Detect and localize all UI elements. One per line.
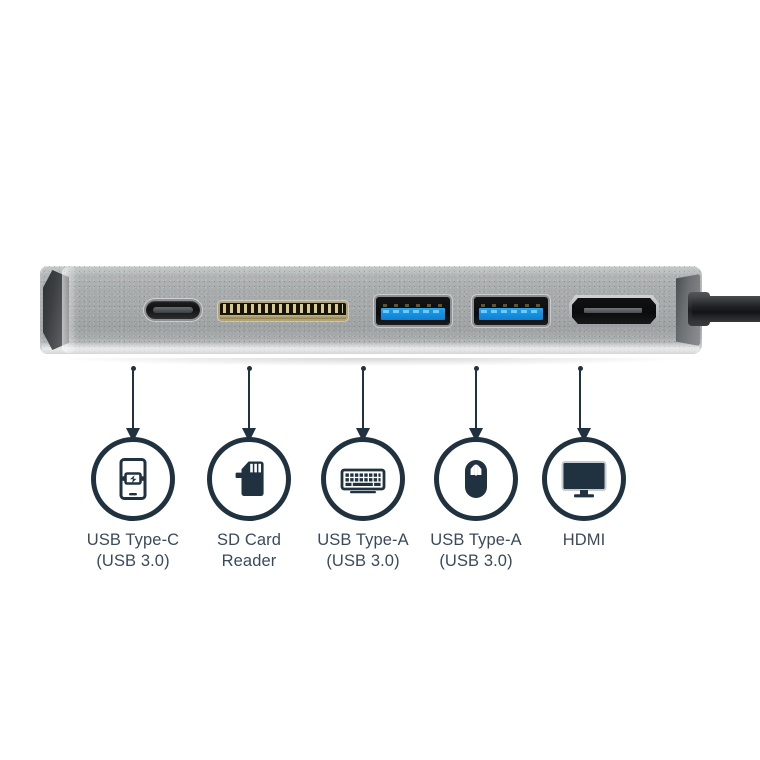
usb-a-blue-insert-2 bbox=[479, 308, 543, 320]
sd-card-contacts bbox=[223, 304, 343, 313]
leader-stem-sd-card bbox=[248, 369, 250, 431]
leader-stem-usb-a-2 bbox=[475, 369, 477, 431]
keyboard-icon bbox=[321, 437, 405, 521]
callout-label-line2: (USB 3.0) bbox=[326, 552, 400, 570]
callout-icon-circle-usb-a-2[interactable] bbox=[434, 428, 518, 521]
callout-icon-circle-usb-a-1[interactable] bbox=[321, 428, 405, 521]
callout-caption-hdmi: HDMI bbox=[514, 530, 654, 551]
sd-card-icon bbox=[207, 437, 291, 521]
callout-icon-circle-sd-card[interactable] bbox=[207, 428, 291, 521]
port-usb-type-c bbox=[146, 301, 200, 319]
device-shadow bbox=[58, 358, 688, 366]
callout-caption-usb-c: USB Type-C (USB 3.0) bbox=[63, 530, 203, 572]
monitor-icon bbox=[542, 437, 626, 521]
leader-dot-sd-card bbox=[246, 366, 252, 371]
usb-a-pins-1 bbox=[383, 304, 443, 307]
leader-dot-usb-c bbox=[130, 366, 136, 371]
sd-card-lip bbox=[220, 315, 346, 319]
callout-caption-sd-card: SD Card Reader bbox=[179, 530, 319, 572]
callout-label-line2: (USB 3.0) bbox=[96, 552, 170, 570]
callout-label-line1: USB Type-A bbox=[430, 531, 522, 549]
port-usb-type-a-2 bbox=[474, 297, 548, 325]
callout-ring-usb-a-2 bbox=[434, 437, 518, 521]
callout-sd-card[interactable]: SD Card Reader bbox=[179, 428, 319, 572]
device-image bbox=[40, 258, 760, 370]
usb-a-blue-insert-1 bbox=[381, 308, 445, 320]
callout-usb-a-2[interactable]: USB Type-A (USB 3.0) bbox=[406, 428, 546, 572]
leader-dot-usb-a-1 bbox=[360, 366, 366, 371]
mouse-icon bbox=[434, 437, 518, 521]
leader-dot-hdmi bbox=[577, 366, 583, 371]
callout-icon-circle-hdmi[interactable] bbox=[542, 428, 626, 521]
host-cable bbox=[692, 296, 760, 322]
hdmi-tongue bbox=[584, 308, 642, 313]
callout-hdmi[interactable]: HDMI bbox=[514, 428, 654, 551]
callout-label-line1: USB Type-A bbox=[317, 531, 409, 549]
callout-caption-usb-a-1: USB Type-A (USB 3.0) bbox=[293, 530, 433, 572]
leader-stem-usb-c bbox=[132, 369, 134, 431]
port-sd-card-slot bbox=[220, 303, 346, 319]
tablet-charging-icon bbox=[91, 437, 175, 521]
callout-usb-c[interactable]: USB Type-C (USB 3.0) bbox=[63, 428, 203, 572]
callout-label-line1: USB Type-C bbox=[86, 531, 180, 549]
device-left-highlight bbox=[62, 267, 78, 353]
port-usb-type-a-1 bbox=[376, 297, 450, 325]
callout-icon-circle-usb-c[interactable] bbox=[91, 428, 175, 521]
callout-label-line2: Reader bbox=[221, 552, 277, 570]
callout-caption-usb-a-2: USB Type-A (USB 3.0) bbox=[406, 530, 546, 572]
callout-label-line2: (USB 3.0) bbox=[439, 552, 513, 570]
callout-usb-a-1[interactable]: USB Type-A (USB 3.0) bbox=[293, 428, 433, 572]
callout-label-line1: HDMI bbox=[562, 531, 606, 549]
callout-label-line1: SD Card bbox=[217, 531, 281, 549]
leader-stem-usb-a-1 bbox=[362, 369, 364, 431]
leader-dot-usb-a-2 bbox=[473, 366, 479, 371]
usb-a-pins-2 bbox=[481, 304, 541, 307]
leader-stem-hdmi bbox=[579, 369, 581, 431]
